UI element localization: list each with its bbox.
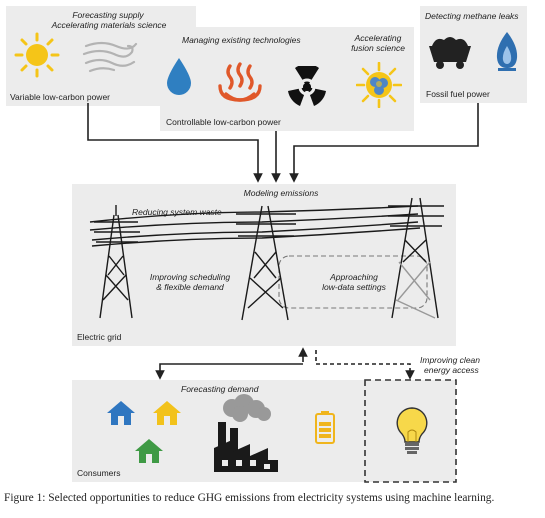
sun-icon <box>14 32 60 78</box>
factory-icon <box>214 394 278 472</box>
fossil-power-title: Fossil fuel power <box>426 89 490 99</box>
electric-grid-title: Electric grid <box>77 332 122 342</box>
geothermal-icon <box>218 62 262 102</box>
electric-grid-panel <box>72 184 456 346</box>
approaching-label-2: low-data settings <box>322 282 386 292</box>
light-bulb-icon <box>396 407 428 454</box>
managing-technologies-label: Managing existing technologies <box>182 35 301 45</box>
approaching-label-1: Approaching <box>330 272 378 282</box>
house-green-icon <box>135 439 163 463</box>
variable-power-title: Variable low-carbon power <box>10 92 111 102</box>
nuclear-icon <box>288 66 326 106</box>
house-blue-icon <box>107 401 135 425</box>
water-drop-icon <box>167 58 191 95</box>
forecasting-supply-label: Forecasting supply <box>72 10 144 20</box>
modeling-emissions-label: Modeling emissions <box>243 188 319 198</box>
detecting-methane-label: Detecting methane leaks <box>425 11 519 21</box>
clean-access-label-2: energy access <box>424 365 479 375</box>
battery-icon <box>315 411 335 444</box>
fusion-icon <box>356 62 402 108</box>
coal-cart-icon <box>429 37 471 69</box>
reducing-waste-label: Reducing system waste <box>132 207 222 217</box>
accelerating-materials-label: Accelerating materials science <box>51 20 167 30</box>
clean-access-label-1: Improving clean <box>420 355 481 365</box>
figure-caption: Figure 1: Selected opportunities to redu… <box>4 492 495 504</box>
scheduling-label-2: & flexible demand <box>156 282 224 292</box>
scheduling-label-1: Improving scheduling <box>149 272 231 282</box>
wind-icon <box>82 41 138 73</box>
consumers-title: Consumers <box>77 468 121 478</box>
house-yellow-icon <box>153 401 181 425</box>
accelerating-fusion-label-1: Accelerating <box>354 33 402 43</box>
controllable-power-title: Controllable low-carbon power <box>166 117 281 127</box>
gas-flame-icon <box>496 32 518 71</box>
accelerating-fusion-label-2: fusion science <box>351 43 405 53</box>
forecasting-demand-label: Forecasting demand <box>181 384 259 394</box>
